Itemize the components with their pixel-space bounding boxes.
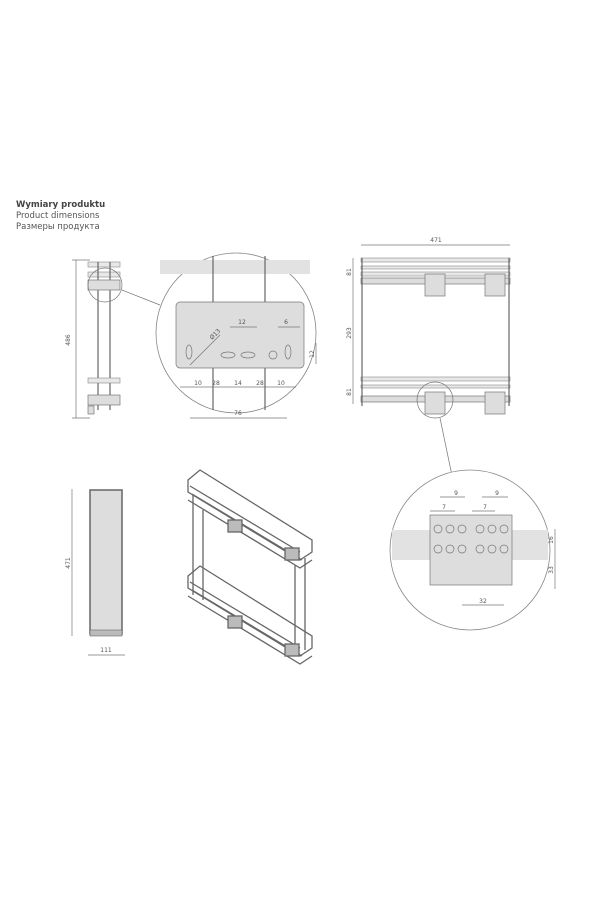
profile-height-label: 471 — [65, 557, 72, 569]
row-gap-label: 16 — [548, 536, 555, 544]
spacing-top-label: 12 — [238, 319, 246, 326]
bottom-dim-5: 10 — [277, 380, 285, 387]
header-polish: Wymiary produktu — [16, 200, 106, 210]
side-height-label: 486 — [65, 334, 72, 346]
bottom-offset-label: 33 — [548, 566, 555, 574]
total-width-label: 76 — [234, 410, 242, 417]
isometric-view — [187, 469, 313, 665]
vertical-label: 12 — [309, 350, 316, 358]
mount-detail: Ø13 12 6 12 10 28 14 28 10 76 — [155, 252, 317, 419]
bottom-dim-3: 14 — [234, 380, 242, 387]
bottom-dim-1: 10 — [194, 380, 202, 387]
hole-detail: 9 9 7 7 16 33 32 — [389, 469, 556, 631]
bottom-dim-4: 28 — [256, 380, 264, 387]
bottom-dim-2: 28 — [212, 380, 220, 387]
bottom-section-label: 81 — [346, 388, 353, 396]
pitch-b-label: 9 — [495, 490, 499, 497]
side-view: 486 — [65, 259, 161, 419]
span-label: 32 — [479, 598, 487, 605]
pitch-d-label: 7 — [483, 504, 487, 511]
pitch-c-label: 7 — [442, 504, 446, 511]
offset-right-label: 6 — [284, 319, 288, 326]
product-dimensions-header: Wymiary produktu Product dimensions Разм… — [16, 200, 105, 233]
header-russian: Размеры продукта — [16, 222, 100, 232]
profile-view: 471 111 — [65, 489, 125, 656]
profile-width-label: 111 — [100, 647, 112, 654]
header-english: Product dimensions — [16, 211, 100, 221]
pitch-a-label: 9 — [454, 490, 458, 497]
front-width-label: 471 — [430, 237, 442, 244]
front-view: 471 81 293 81 — [346, 237, 511, 491]
top-section-label: 81 — [346, 268, 353, 276]
middle-section-label: 293 — [346, 327, 353, 339]
